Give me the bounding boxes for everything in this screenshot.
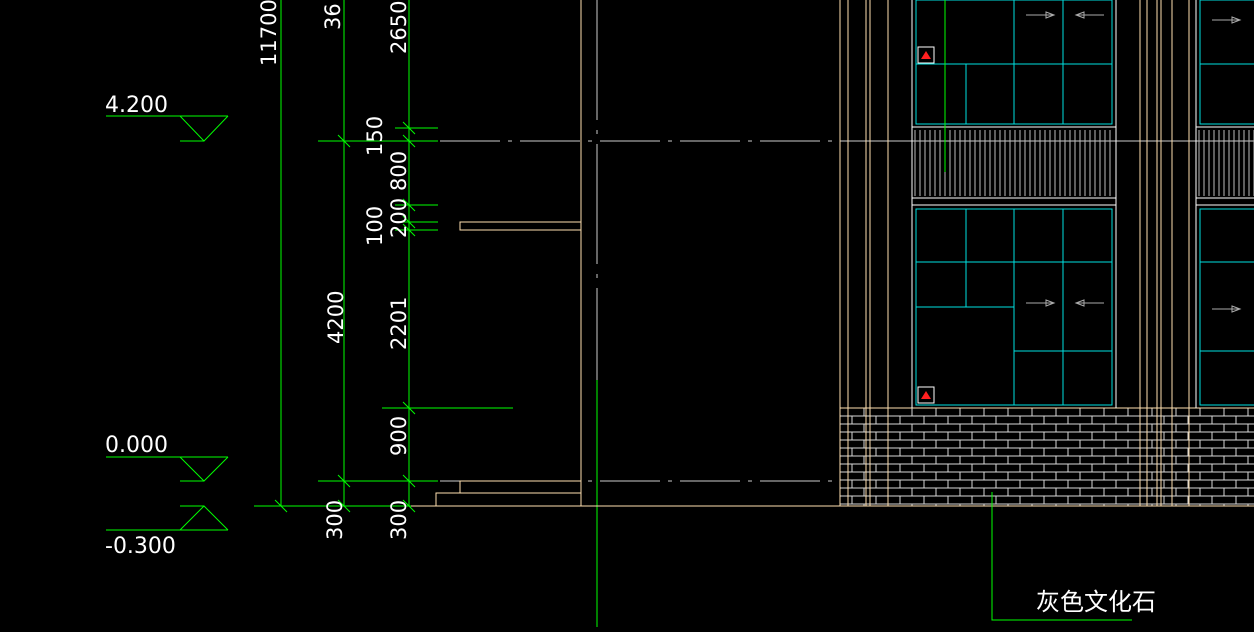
dim-col3-f: 900 xyxy=(387,416,411,456)
level-label-lower: -0.300 xyxy=(105,534,176,559)
dim-col3-b: 800 xyxy=(387,151,411,191)
building-outline xyxy=(411,0,1254,507)
window-frames xyxy=(911,0,1254,408)
balcony-railing xyxy=(914,130,1254,196)
sliding-arrows xyxy=(1026,11,1242,313)
level-label-ground: 0.000 xyxy=(105,433,168,458)
dim-col3-c: 200 xyxy=(387,198,411,238)
dimension-lines xyxy=(254,0,513,513)
dim-col3-top: 2650 xyxy=(387,1,411,54)
dim-col3-e: 2201 xyxy=(387,297,411,350)
window-glazing xyxy=(915,0,1254,406)
dim-overall: 11700 xyxy=(257,0,281,66)
material-leader xyxy=(944,0,1132,621)
level-marker-lower: -0.300 xyxy=(105,505,229,559)
dimension-texts: 11700 36 4200 300 2650 150 800 200 100 2… xyxy=(257,0,411,540)
level-marker-ground: 0.000 xyxy=(105,433,229,482)
level-label-upper: 4.200 xyxy=(105,93,168,118)
dim-col3-bottom: 300 xyxy=(387,500,411,540)
dim-col2-top: 36 xyxy=(321,3,345,30)
dim-col2-bottom: 300 xyxy=(323,500,347,540)
warning-marker-lower xyxy=(917,386,935,404)
dim-col3-d: 100 xyxy=(363,206,387,246)
brick-wall-hatch xyxy=(839,407,1254,506)
dim-col2-mid: 4200 xyxy=(324,291,348,344)
level-marker-upper: 4.200 xyxy=(105,93,229,142)
center-lines xyxy=(440,0,1254,627)
warning-marker-upper xyxy=(917,46,935,64)
material-label: 灰色文化石 xyxy=(1036,588,1156,616)
dim-col3-a: 150 xyxy=(363,116,387,156)
